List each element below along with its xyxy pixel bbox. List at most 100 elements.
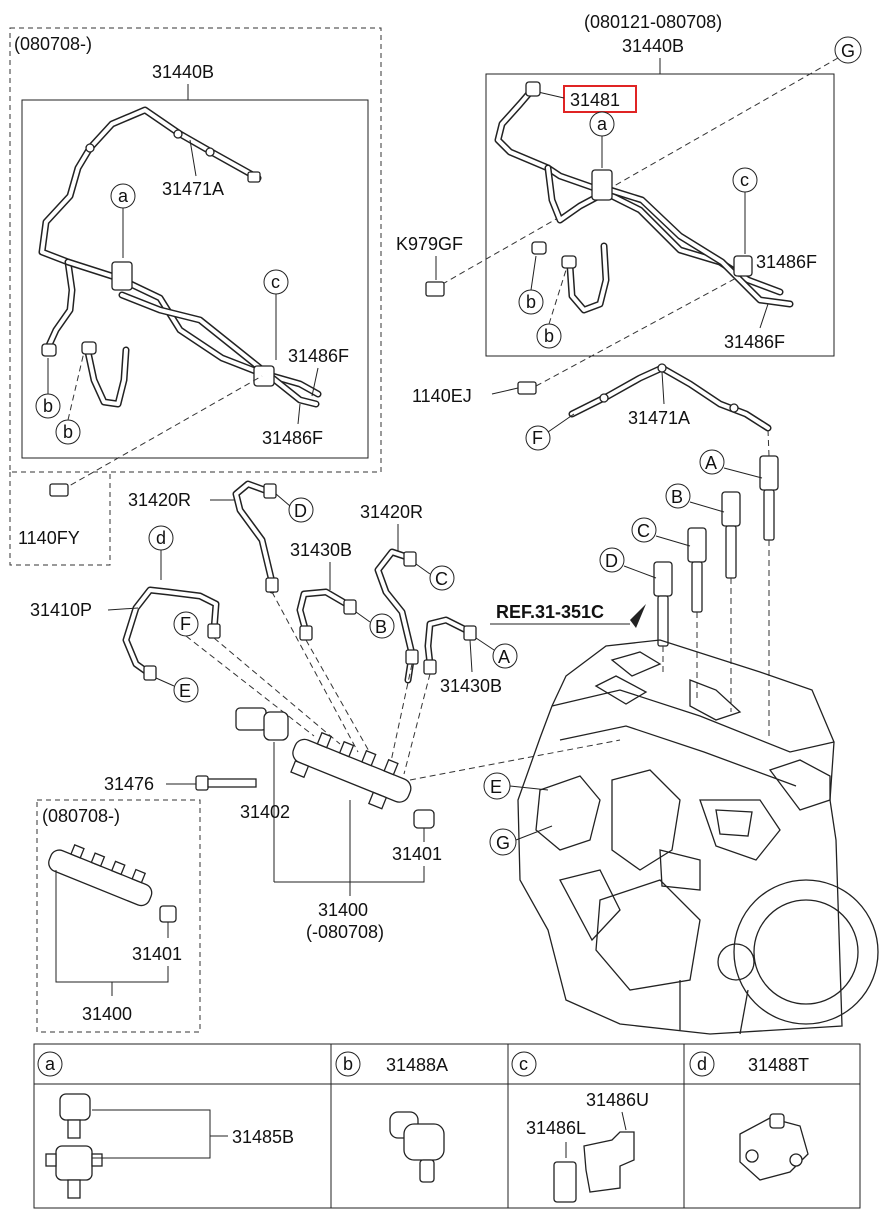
legend-d-part[interactable]: 31488T [748,1055,809,1075]
label-31401-main[interactable]: 31401 [392,844,442,864]
legend-c-circle [511,1051,537,1077]
leader [403,673,431,775]
legend-b-part[interactable]: 31488A [386,1055,448,1075]
injector-4 [653,561,673,676]
callout-F-mid-letter: F [532,428,543,448]
callout-A-line [492,643,518,669]
lower-inset-date: (080708-) [42,806,120,826]
leader [61,375,263,491]
callout-D-injector [599,547,625,573]
line-nut [299,625,313,641]
legend-c-part-l[interactable]: 31486L [526,1118,586,1138]
right-callout-c-letter: c [740,170,749,190]
legend-table: a b 31488A c d 31488T 31485B 31486U 3 [33,1043,861,1209]
left-return-hose [38,106,322,408]
label-31471A-mid[interactable]: 31471A [628,408,690,428]
left-label-31486F-bottom[interactable]: 31486F [262,428,323,448]
callout-C-injector [631,517,657,543]
line-nut [405,649,419,665]
callout-B-injector-letter: B [671,487,683,507]
leader [189,139,197,177]
lower-inset: (080708-) 31401 31400 [36,799,201,1033]
right-label-31440B[interactable]: 31440B [622,36,684,56]
callout-D-injector-letter: D [605,551,618,571]
left-clip [41,343,57,357]
leader [515,825,553,841]
leader [107,607,139,611]
legend-d-clip [739,1113,809,1181]
right-callout-b2-letter: b [544,326,554,346]
left-label-31486F-top[interactable]: 31486F [288,346,349,366]
leader [689,501,725,513]
lower-label-31400[interactable]: 31400 [82,1004,132,1024]
callout-A-line-letter: A [498,647,510,667]
leader [509,785,549,791]
leader [469,639,473,673]
left-bolt-1140FY [49,483,69,497]
leader [67,351,85,421]
right-label-31481[interactable]: 31481 [570,90,620,110]
callout-G-engine-letter: G [496,833,510,853]
label-31400-range: (-080708) [306,922,384,942]
lower-inset-frame [36,799,201,1033]
leader [547,413,575,433]
right-clip [531,241,547,255]
legend-b-circle [335,1051,361,1077]
legend-c-part-u[interactable]: 31486U [586,1090,649,1110]
right-hose-end [525,81,541,97]
leader [409,739,621,781]
left-hose-joint [173,129,183,139]
label-1140EJ[interactable]: 1140EJ [412,386,472,406]
leader [271,591,359,753]
leader [537,91,565,99]
label-31420R-left[interactable]: 31420R [128,490,191,510]
left-frame-extension [9,472,111,566]
callout-A-injector-letter: A [705,453,717,473]
legend-b-letter: b [343,1054,353,1074]
left-callout-a-letter: a [118,186,129,206]
left-label-31440B[interactable]: 31440B [152,62,214,82]
left-hose-joint [85,143,95,153]
label-31400-main[interactable]: 31400 [318,900,368,920]
leader [213,637,341,745]
leader [415,563,431,575]
leader [155,677,175,687]
legend-a-letter: a [45,1054,56,1074]
label-31476[interactable]: 31476 [104,774,154,794]
injector-area: 1140EJ 31471A F [412,275,779,740]
right-callout-b1-letter: b [526,292,536,312]
callout-C-line [429,565,455,591]
injector-2 [721,491,741,712]
label-K979GF[interactable]: K979GF [396,234,463,254]
pipe-joint [599,393,609,403]
lower-label-31401[interactable]: 31401 [132,944,182,964]
pipe-joint [729,403,739,413]
line-nut [343,599,357,615]
callout-F-line-letter: F [180,614,191,634]
label-31430B-top[interactable]: 31430B [290,540,352,560]
right-label-31486F-top[interactable]: 31486F [756,252,817,272]
right-label-31486F-bottom[interactable]: 31486F [724,332,785,352]
ref-label[interactable]: REF.31-351C [496,602,604,622]
label-31420R-right[interactable]: 31420R [360,502,423,522]
leader [759,303,769,329]
callout-G-engine [489,828,517,856]
right-bracket-joint [733,255,753,277]
left-outer-frame [9,27,382,473]
engine-block: E G [483,639,879,1035]
left-inner-frame [21,99,369,459]
leader [297,403,301,425]
leader [548,269,567,325]
line-nut [207,623,221,639]
legend-d-letter: d [697,1054,707,1074]
legend-a-part[interactable]: 31485B [232,1127,294,1147]
label-31430B-bottom[interactable]: 31430B [440,676,502,696]
label-31410P[interactable]: 31410P [30,600,92,620]
left-label-31471A[interactable]: 31471A [162,179,224,199]
left-label-1140FY[interactable]: 1140FY [18,528,80,548]
common-rail-alt [48,844,153,907]
line-nut [265,577,279,593]
right-return-hose [494,81,794,314]
label-31402[interactable]: 31402 [240,802,290,822]
